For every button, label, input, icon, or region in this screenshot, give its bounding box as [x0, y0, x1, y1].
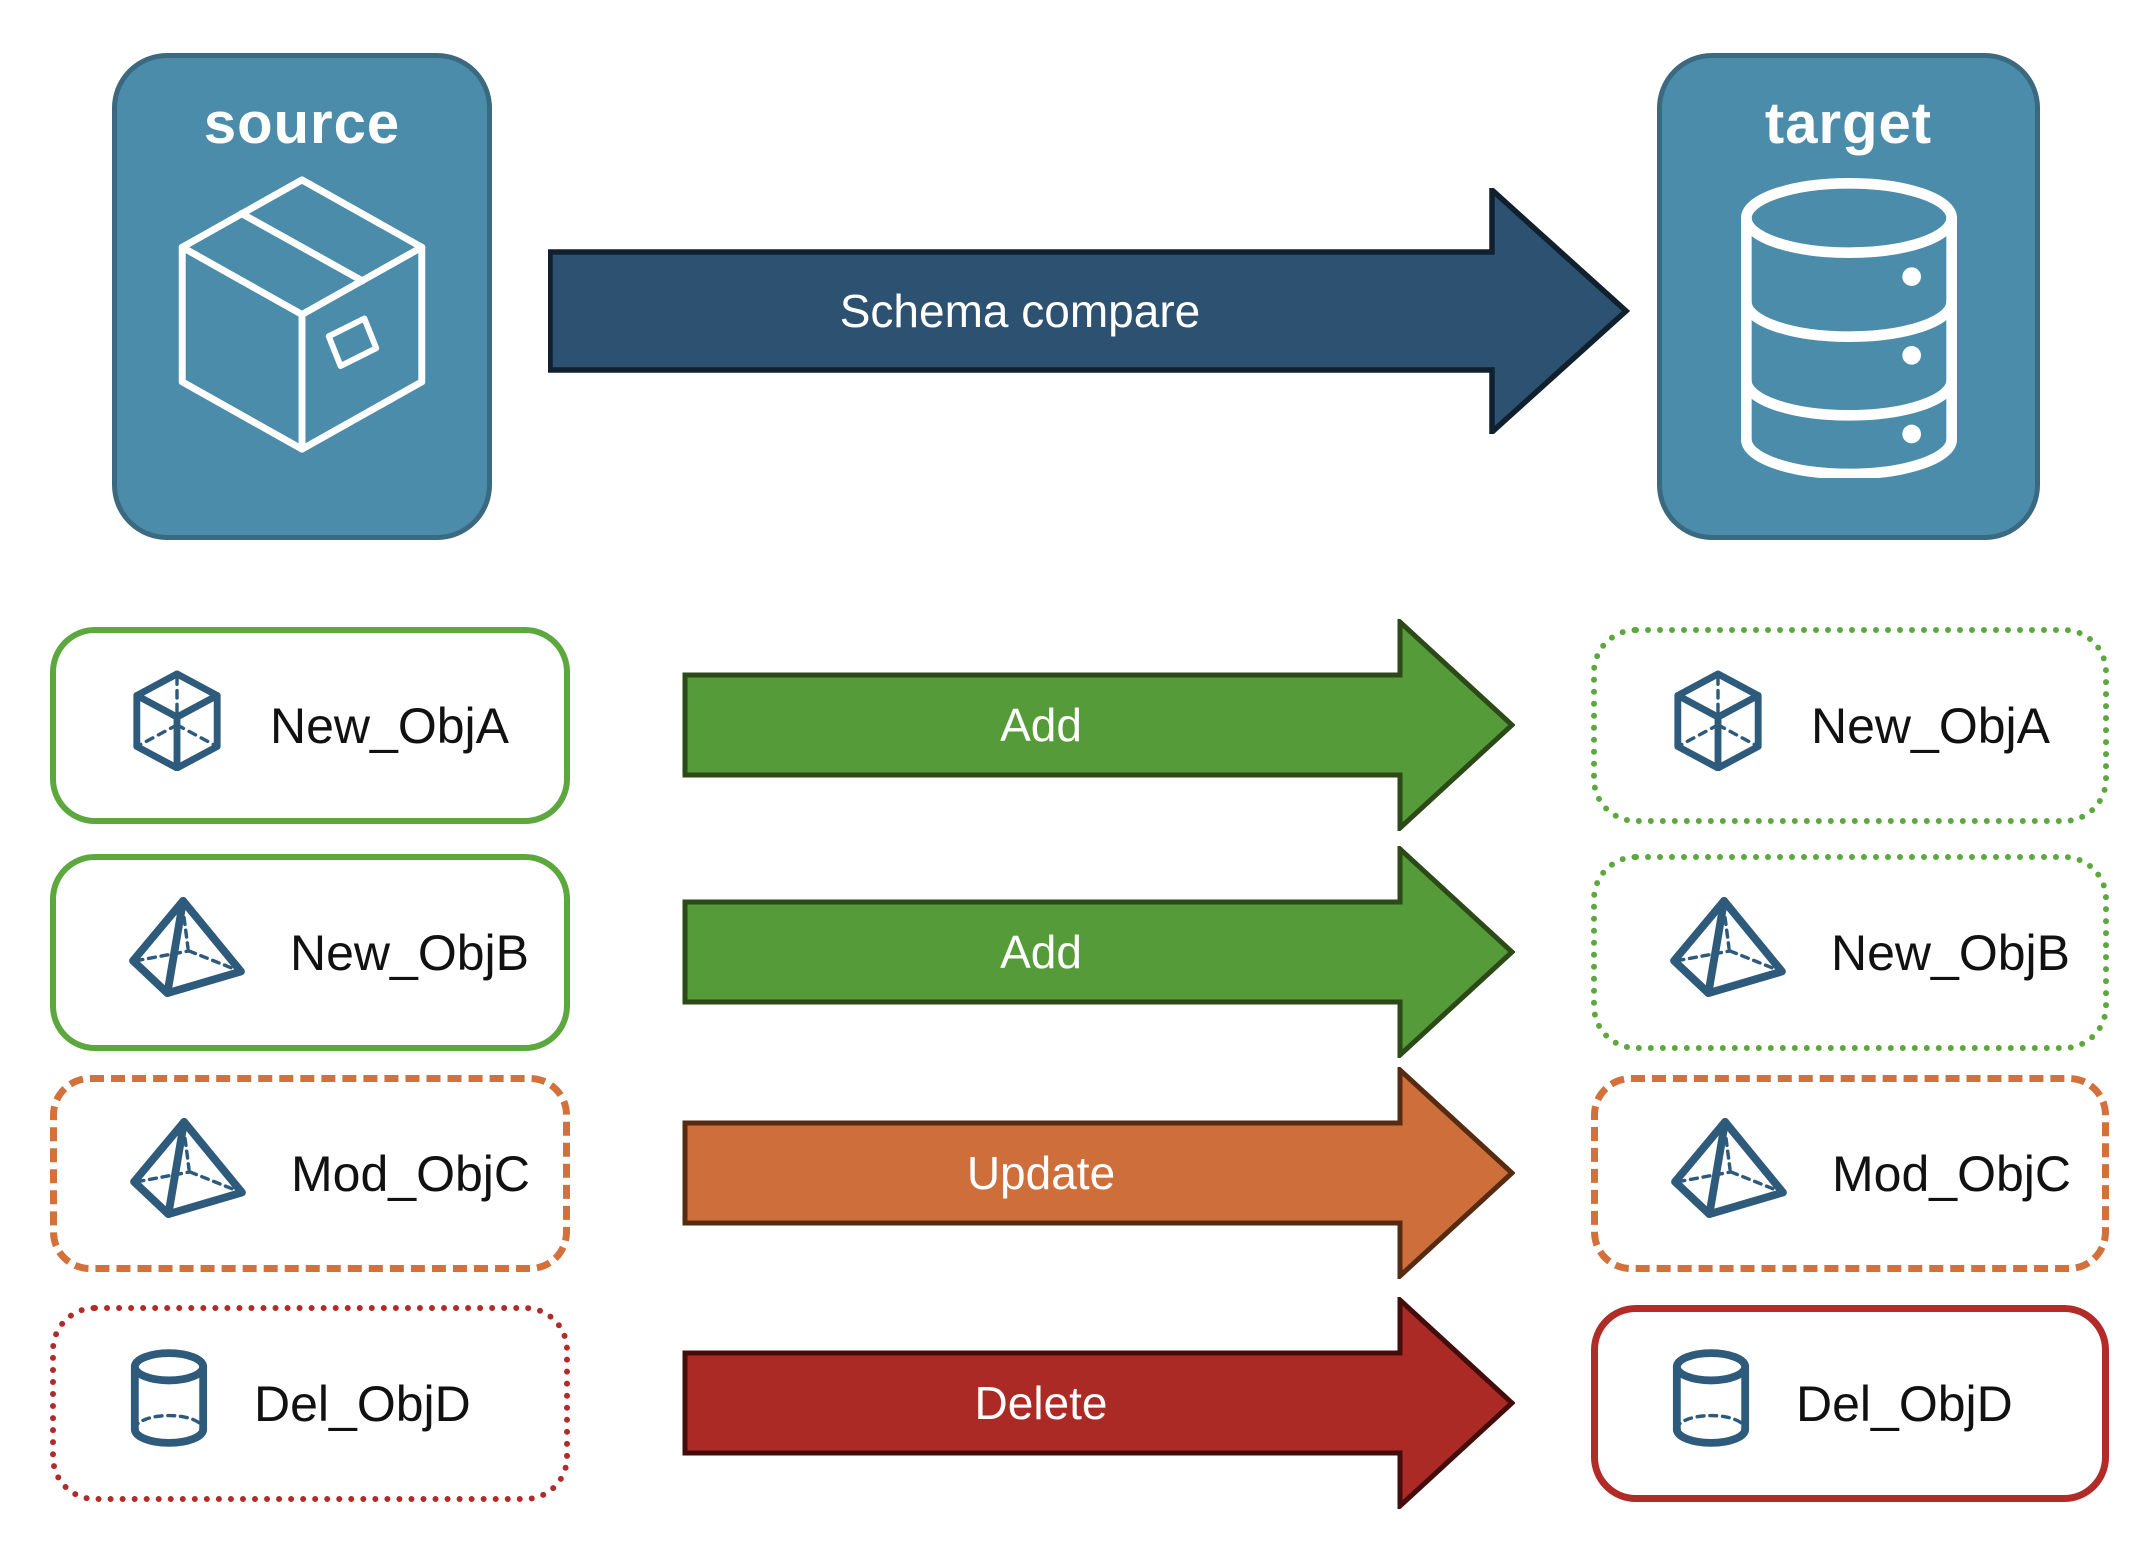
update-arrow-label: Update	[966, 1147, 1116, 1199]
source-item-new-obja: New_ObjA	[50, 627, 570, 824]
add-arrow-label: Add	[1000, 926, 1082, 978]
update-arrow-row-3: Update	[682, 1067, 1515, 1279]
package-box-icon	[168, 172, 436, 469]
source-card-title: source	[203, 91, 401, 156]
source-item-mod-objc: Mod_ObjC	[50, 1075, 570, 1272]
cylinder-icon	[128, 1348, 210, 1460]
cube-icon	[128, 669, 226, 783]
object-label: New_ObjA	[270, 697, 509, 754]
target-item-new-obja: New_ObjA	[1591, 627, 2109, 824]
object-label: New_ObjB	[1831, 924, 2070, 981]
delete-arrow-label: Delete	[974, 1377, 1108, 1429]
add-arrow-label: Add	[1000, 699, 1082, 751]
schema-compare-arrow-label: Schema compare	[839, 285, 1201, 337]
source-item-new-objb: New_ObjB	[50, 854, 570, 1051]
database-icon	[1735, 177, 1963, 483]
object-label: Del_ObjD	[254, 1375, 471, 1432]
object-label: New_ObjB	[290, 924, 529, 981]
cube-icon	[1669, 669, 1767, 783]
target-item-mod-objc: Mod_ObjC	[1591, 1075, 2109, 1272]
pyramid-icon	[129, 1117, 247, 1231]
target-item-new-objb: New_ObjB	[1591, 854, 2109, 1051]
pyramid-icon	[128, 896, 246, 1010]
add-arrow-row-2: Add	[682, 846, 1515, 1058]
target-card-title: target	[1764, 91, 1933, 156]
source-card: source	[112, 53, 492, 540]
object-label: Mod_ObjC	[291, 1145, 530, 1202]
pyramid-icon	[1670, 1117, 1788, 1231]
delete-arrow-row-4: Delete	[682, 1297, 1515, 1509]
source-item-del-objd: Del_ObjD	[50, 1305, 570, 1502]
target-card: target	[1657, 53, 2040, 540]
add-arrow-row-1: Add	[682, 619, 1515, 831]
pyramid-icon	[1669, 896, 1787, 1010]
target-item-del-objd: Del_ObjD	[1591, 1305, 2109, 1502]
schema-compare-arrow: Schema compare	[548, 188, 1630, 434]
cylinder-icon	[1670, 1348, 1752, 1460]
object-label: New_ObjA	[1811, 697, 2050, 754]
object-label: Del_ObjD	[1796, 1375, 2013, 1432]
object-label: Mod_ObjC	[1832, 1145, 2071, 1202]
